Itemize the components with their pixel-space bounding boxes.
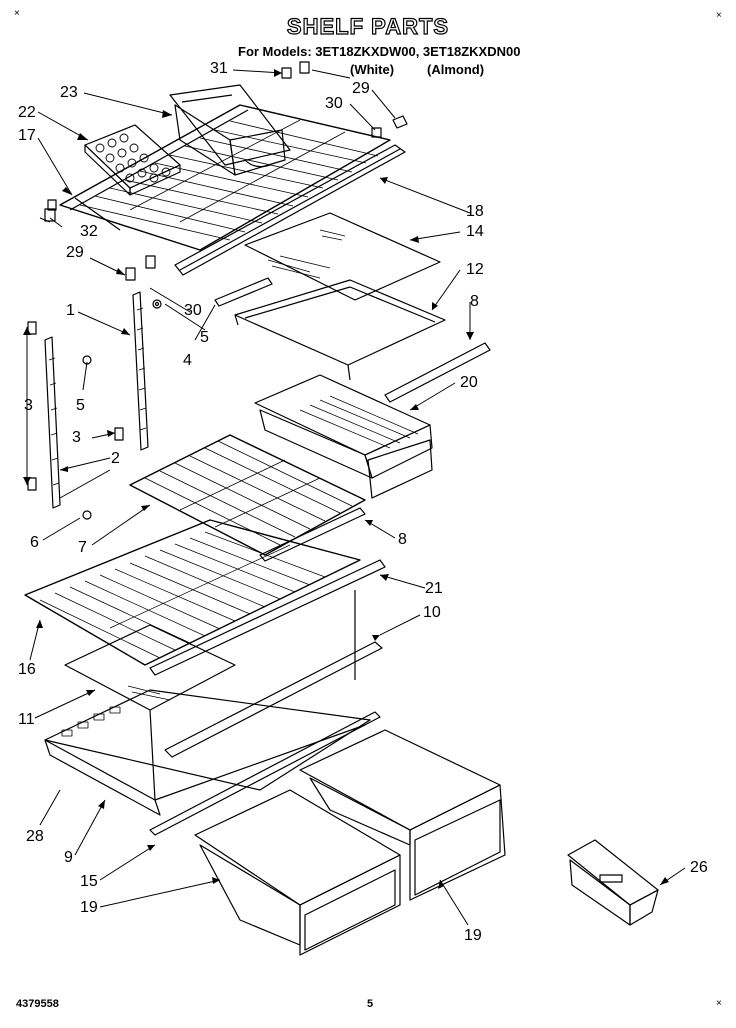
callout-21: 21 (425, 580, 443, 597)
callout-16: 16 (18, 661, 36, 678)
callout-12: 12 (466, 261, 484, 278)
callout-10: 10 (423, 604, 441, 621)
callout-23: 23 (60, 84, 78, 101)
callout-22: 22 (18, 104, 36, 121)
crisper-cover-frame (44, 590, 381, 836)
shelf-trim-18 (174, 144, 406, 276)
egg-tray (84, 124, 181, 196)
top-wire-shelf (59, 104, 391, 251)
arrowheads (23, 69, 669, 889)
callout-20: 20 (460, 374, 478, 391)
models-line: For Models: 3ET18ZKXDW00, 3ET18ZKXDN00 (238, 44, 521, 59)
callout-1: 1 (66, 302, 75, 319)
corner-mark-bottom-right: × (716, 998, 722, 1009)
document-number: 4379558 (16, 998, 59, 1010)
crisper-glass (64, 624, 236, 711)
callout-8-top: 8 (470, 293, 479, 310)
trim-10 (164, 641, 383, 758)
mid-wire-shelf (129, 434, 366, 562)
callout-3-mid: 3 (72, 429, 81, 446)
callout-4: 4 (183, 352, 192, 369)
utility-bin (169, 84, 291, 176)
page-title: SHELF PARTS (286, 13, 450, 39)
callout-5-upper: 5 (200, 329, 209, 346)
small-bin (567, 839, 659, 926)
callout-29-top: 29 (352, 80, 370, 97)
rails-upper (214, 277, 491, 403)
callout-8-mid: 8 (398, 531, 407, 548)
corner-mark-top-right: × (716, 10, 722, 21)
crisper-drawer-right (299, 729, 506, 901)
callout-28: 28 (26, 828, 44, 845)
callout-31: 31 (210, 60, 228, 77)
callout-2: 2 (111, 450, 120, 467)
callout-14: 14 (466, 223, 484, 240)
callout-6: 6 (30, 534, 39, 551)
corner-mark-top-left: × (14, 8, 20, 19)
callout-9: 9 (64, 849, 73, 866)
callout-17: 17 (18, 127, 36, 144)
callout-5-lower: 5 (76, 397, 85, 414)
large-wire-shelf (24, 519, 386, 676)
callout-30-left: 30 (184, 302, 202, 319)
shelf-frame-12 (234, 279, 446, 381)
callout-29-left: 29 (66, 244, 84, 261)
top-clips (39, 61, 408, 309)
callout-26: 26 (690, 859, 708, 876)
callout-18: 18 (466, 203, 484, 220)
meat-drawer (254, 374, 433, 499)
crisper-drawer-left (194, 789, 401, 956)
callout-19-left: 19 (80, 899, 98, 916)
callout-32: 32 (80, 223, 98, 240)
callout-11: 11 (18, 711, 35, 728)
glass-shelf (244, 212, 441, 301)
callout-30-top: 30 (325, 95, 343, 112)
callout-19-right: 19 (464, 927, 482, 944)
variant-white-label: (White) (350, 62, 395, 77)
callout-3-left: 3 (24, 397, 33, 414)
page-number: 5 (367, 998, 374, 1010)
variant-almond-label: (Almond) (427, 62, 485, 77)
callout-7: 7 (78, 539, 87, 556)
callout-15: 15 (80, 873, 98, 890)
